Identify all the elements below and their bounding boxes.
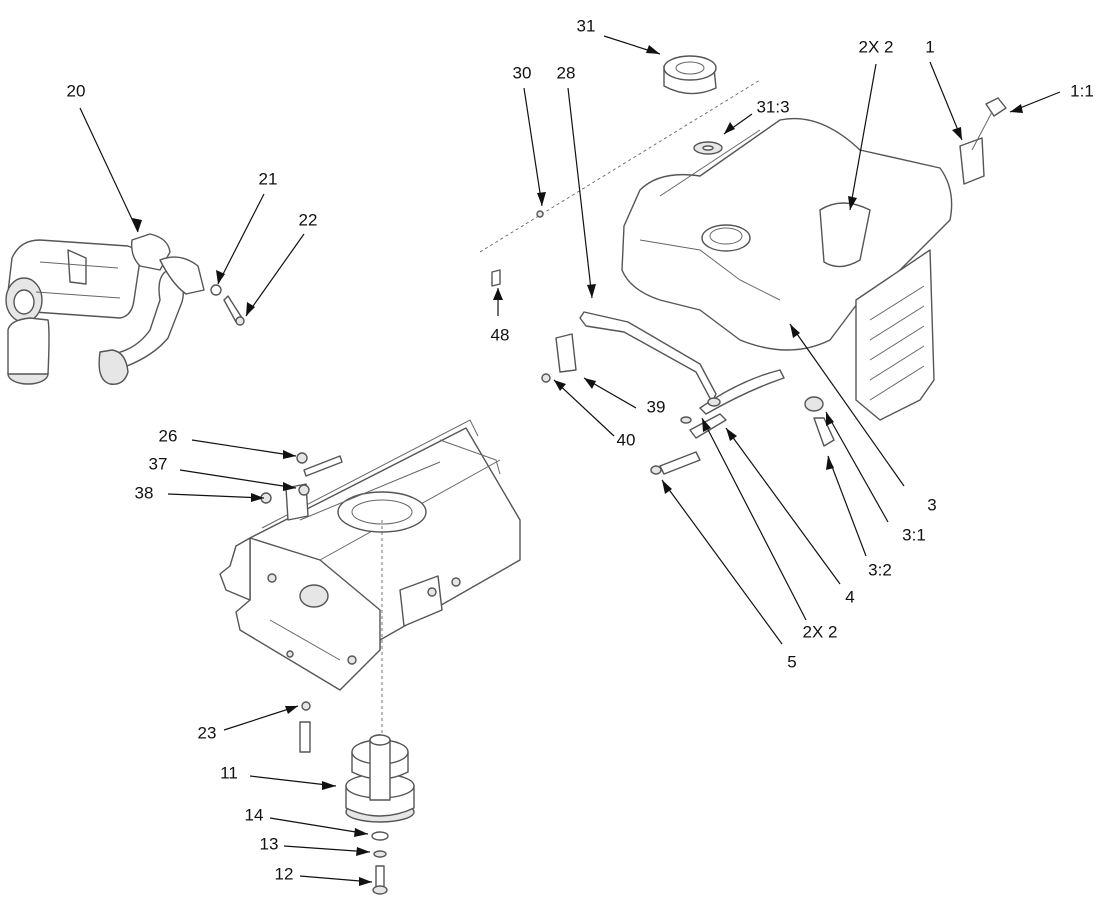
callout-5: 5	[787, 652, 796, 671]
callout-20: 20	[67, 81, 86, 100]
fuel-cap	[663, 55, 723, 155]
callout-4: 4	[845, 587, 854, 606]
callout-39: 39	[647, 397, 666, 416]
leader-arrowheads	[132, 45, 1023, 886]
fuel-shutoff-valve	[959, 97, 1007, 185]
muffler-assembly	[5, 233, 205, 385]
spindle-hardware	[371, 831, 389, 895]
callout-48: 48	[491, 325, 510, 344]
engine-frame	[219, 419, 521, 691]
callout-2x2-top: 2X 2	[859, 37, 894, 56]
callout-31: 31	[577, 16, 596, 35]
muffler-hardware	[210, 284, 245, 326]
fuel-line	[491, 210, 785, 475]
callout-38: 38	[135, 483, 154, 502]
callout-12: 12	[275, 864, 294, 883]
callout-2x2-bottom: 2X 2	[803, 622, 838, 641]
callout-26: 26	[159, 426, 178, 445]
callout-3-2: 3:2	[868, 560, 892, 579]
callout-40: 40	[617, 430, 636, 449]
callout-1: 1	[925, 37, 934, 56]
callout-labels: 20 21 22 26 37 38 23 11 14 13 12 30 28 3…	[67, 16, 1094, 883]
callout-30: 30	[513, 63, 532, 82]
callout-21: 21	[259, 169, 278, 188]
callout-13: 13	[260, 834, 279, 853]
callout-14: 14	[245, 805, 264, 824]
callout-3: 3	[927, 495, 936, 514]
spindle-pulley	[345, 734, 415, 823]
callout-31-3: 31:3	[756, 97, 789, 116]
callout-28: 28	[557, 63, 576, 82]
callout-23: 23	[198, 723, 217, 742]
fuel-filter	[804, 396, 835, 447]
callout-37: 37	[149, 454, 168, 473]
callout-11: 11	[220, 763, 238, 782]
fuel-tank-heat-shield	[855, 249, 935, 421]
callout-1-1: 1:1	[1070, 81, 1094, 100]
callout-3-1: 3:1	[902, 525, 926, 544]
frame-bracket-hardware	[260, 452, 343, 753]
callout-22: 22	[299, 210, 318, 229]
